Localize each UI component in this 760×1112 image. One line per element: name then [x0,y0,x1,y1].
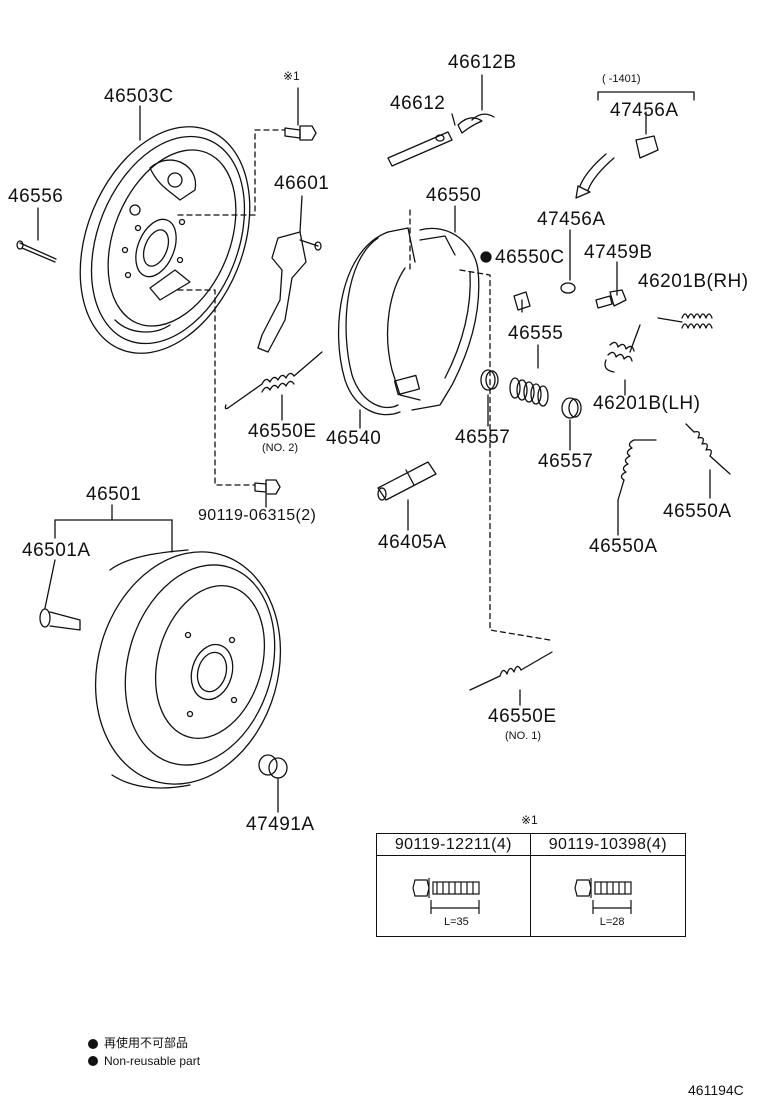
label-47456A: 47456A [537,209,606,230]
label-47491A: 47491A [246,814,315,835]
label-no1: (NO. 1) [505,730,542,742]
bolt-col2-header: 90119-10398(4) [529,833,687,856]
bolt-col2-length: L=28 [599,916,625,928]
label-46557-b: 46557 [538,451,594,472]
label-46550E-no1: 46550E [488,706,557,727]
adjuster-46405A-drawing [377,461,437,501]
date-range: ( -1401) [602,73,641,85]
label-46556: 46556 [8,186,64,207]
top-bolt-drawing [284,125,317,141]
spring-no1-drawing [469,651,553,691]
bolt-spec-table: 90119-12211(4) 90119-10398(4) L=35 [376,833,687,937]
spring-46550A-b-drawing [685,423,731,475]
legend-en: Non-reusable part [104,1054,201,1068]
cup-46557-b [561,397,582,419]
spring-46550A-a-drawing [617,439,657,501]
legend-dot-en [88,1056,98,1066]
label-46201B-rh: 46201B(RH) [638,271,749,292]
label-46550E-no2: 46550E [248,421,317,442]
label-46557-a: 46557 [455,427,511,448]
bolt-col1-header: 90119-12211(4) [376,833,531,856]
label-46612: 46612 [390,93,446,114]
label-46501A: 46501A [22,540,91,561]
stud-bolt-drawing [39,608,81,631]
legend-jp: 再使用不可部品 [104,1036,189,1050]
bolt-47459B-drawing [595,289,627,309]
figure-id: 461194C [688,1082,744,1098]
washer-drawing [560,282,576,294]
label-90119-06315: 90119-06315(2) [198,507,317,524]
bolt-col1-cell: L=35 [376,855,531,937]
bolt-col2-cell: L=28 [529,855,687,937]
label-47459B: 47459B [584,242,653,263]
spring-lh-drawing [604,324,641,373]
label-46550: 46550 [426,185,482,206]
clip-46550C-drawing [513,291,531,311]
clip-47456A-drawing [635,135,659,159]
bolt-long-icon [412,878,480,914]
label-46503C: 46503C [104,86,174,107]
label-46601: 46601 [274,173,330,194]
non-reusable-marker [480,251,492,263]
brake-shoe-drawing [337,227,480,416]
label-46540: 46540 [326,428,382,449]
label-46555: 46555 [508,323,564,344]
note-mark-top: ※1 [283,69,300,83]
hub-cap-drawing [258,754,288,779]
label-46501: 46501 [86,484,142,505]
bracket-date-range [597,91,695,101]
clip-46612B-drawing [457,113,495,134]
lever-drawing [257,231,322,353]
spring-no2-drawing [224,351,323,410]
label-46550C: 46550C [495,247,565,268]
backing-plate-drawing [79,126,251,354]
arrow-drawing [575,153,615,199]
label-46405A: 46405A [378,532,447,553]
label-46550A-b: 46550A [663,501,732,522]
spring-46555-drawing [509,377,549,407]
label-46612B: 46612B [448,52,517,73]
brake-drum-drawing [94,549,282,789]
spring-rh-drawing [657,313,713,329]
pin-drawing [16,240,57,263]
label-46201B-lh: 46201B(LH) [593,393,701,414]
bolt-col1-length: L=35 [444,916,469,928]
bottom-bolt-drawing [254,479,281,495]
label-46550A-a: 46550A [589,536,658,557]
cup-46557-a [480,369,499,391]
label-47456A-top: 47456A [610,100,679,121]
table-note-mark: ※1 [521,813,538,827]
legend-dot-jp [88,1039,98,1049]
label-no2: (NO. 2) [262,442,299,454]
bolt-short-icon [574,878,632,914]
label-leaders [37,74,711,813]
strut-drawing [387,131,453,167]
